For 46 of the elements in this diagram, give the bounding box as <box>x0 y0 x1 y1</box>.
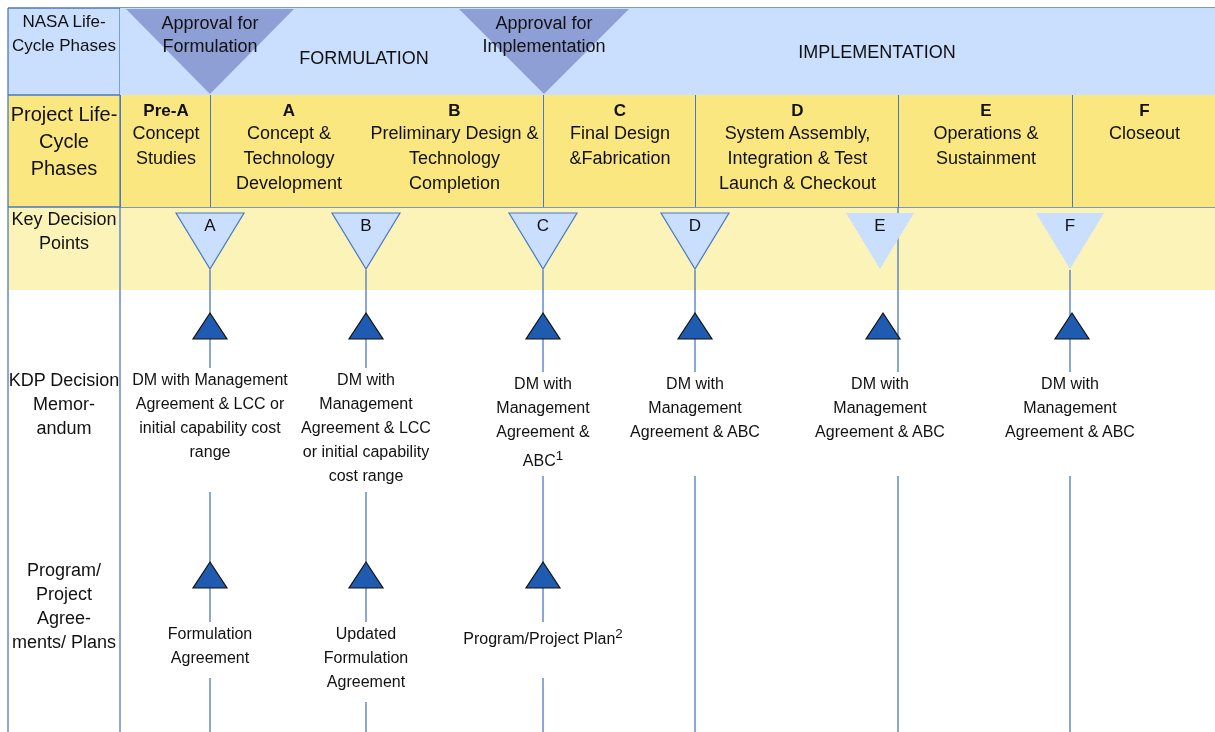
phase-letter: F <box>1138 100 1151 122</box>
phase-letter: C <box>612 100 628 122</box>
phase-letter: E <box>979 100 993 122</box>
phase-cell <box>210 95 366 207</box>
milestone-text: DM with Management Agreement & ABC <box>630 372 760 476</box>
phase-band-label: FORMULATION <box>298 48 430 69</box>
phase-cell <box>366 95 543 207</box>
phase-title: Preliminary Design & Technology Completion <box>369 122 540 195</box>
row-header: KDP Decision Memor- andum <box>8 368 120 478</box>
decision-triangle <box>660 212 730 270</box>
phase-title: System Assembly, Integration & Test Launch & Checkout <box>717 122 878 195</box>
approval-label: Approval for Formulation <box>160 12 260 58</box>
phase-title: Final Design &Fabrication <box>568 122 672 170</box>
phase-cell <box>695 95 898 207</box>
milestone-text: Program/Project Plan$^{2}$ <box>463 622 623 678</box>
approval-label: Approval for Implementation <box>481 12 607 58</box>
decision-triangle <box>175 212 245 270</box>
phase-title: Concept & Technology Development <box>234 122 344 195</box>
milestone-text: DM with Management Agreement & ABC <box>815 372 945 476</box>
decision-triangle <box>508 212 578 270</box>
phase-cell <box>1072 95 1215 207</box>
decision-letter: E <box>873 216 887 236</box>
phase-letter: A <box>281 100 297 122</box>
row-header: Program/ Project Agree- ments/ Plans <box>8 558 120 686</box>
approval-triangle <box>458 8 630 95</box>
phase-cell <box>543 95 695 207</box>
phase-letter: B <box>447 100 462 122</box>
phase-title: Closeout <box>1107 122 1181 145</box>
phase-title: Operations & Sustainment <box>932 122 1040 170</box>
phase-letter: Pre-A <box>142 100 190 122</box>
milestone-text: DM with Management Agreement & ABC <box>1005 372 1135 476</box>
decision-letter: D <box>687 216 703 236</box>
decision-triangle <box>845 212 915 270</box>
decision-letter: F <box>1063 216 1077 236</box>
phase-band-label: IMPLEMENTATION <box>797 42 957 63</box>
row-header: Key Decision Points <box>8 207 120 290</box>
decision-letter: C <box>535 216 551 236</box>
decision-triangle <box>331 212 401 270</box>
phase-title: Concept Studies <box>131 122 201 170</box>
phase-cell <box>120 95 210 207</box>
phase-cell <box>898 95 1072 207</box>
decision-letter: A <box>203 216 217 236</box>
phase-letter: D <box>790 100 805 122</box>
decision-letter: B <box>359 216 373 236</box>
decision-triangle <box>1035 212 1105 270</box>
approval-triangle <box>125 8 295 95</box>
